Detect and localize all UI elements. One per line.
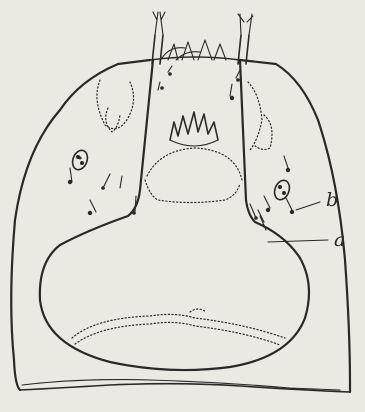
head-capsule-outline xyxy=(11,57,350,392)
serrated-structure xyxy=(170,112,218,146)
inner-sac-outline xyxy=(40,60,309,370)
right-antenna xyxy=(238,14,253,64)
setae xyxy=(68,66,294,230)
label-leaders xyxy=(268,202,328,242)
label-b: b xyxy=(326,189,338,211)
right-eye-spot xyxy=(272,178,292,202)
left-eye-spot xyxy=(70,148,90,172)
label-a: a xyxy=(334,229,345,251)
